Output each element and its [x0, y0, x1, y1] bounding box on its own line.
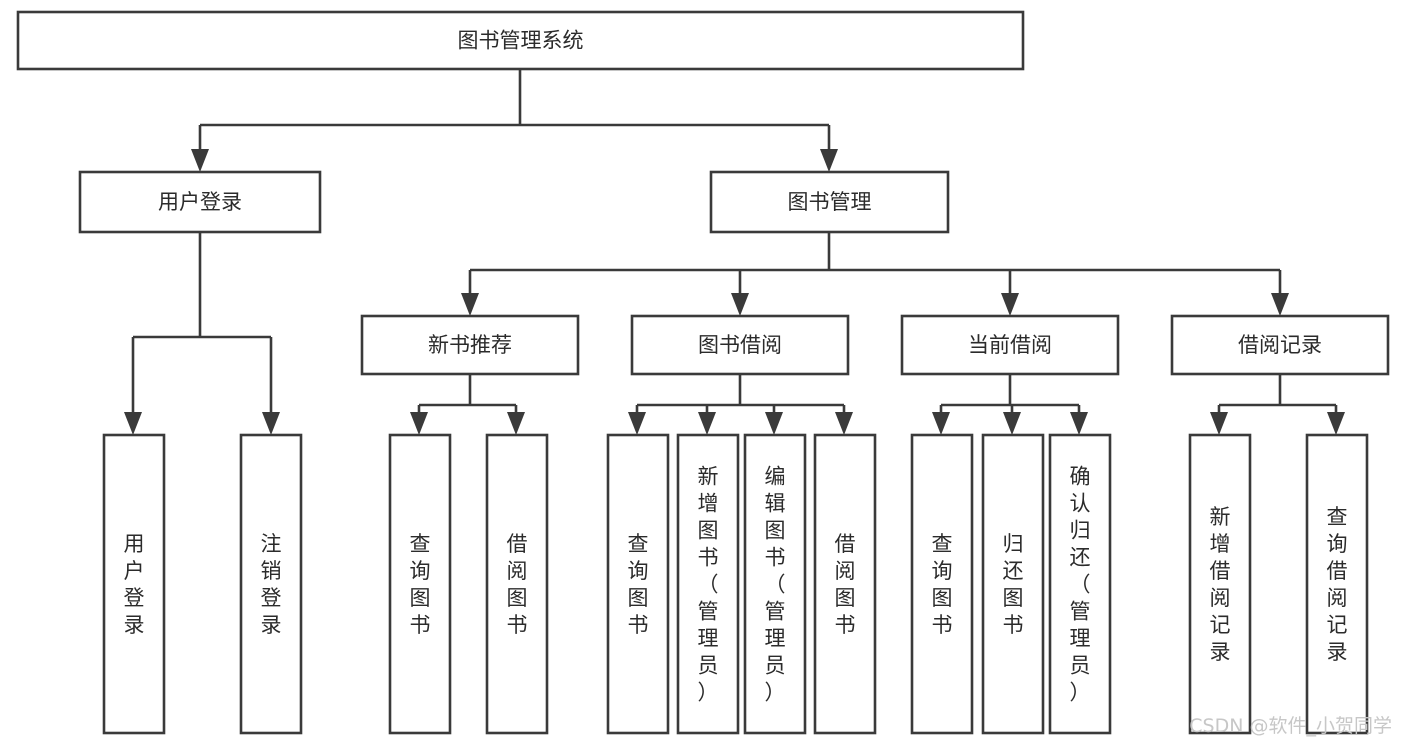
- root-node-root[interactable]: 图书管理系统: [16, 10, 1025, 71]
- book-manage-arrow-3-head: [1271, 293, 1289, 316]
- book-borrow-arrow-1-head: [698, 412, 716, 435]
- node-label: 当前借阅: [968, 333, 1052, 357]
- node-label: 查询借阅记录: [1327, 505, 1348, 664]
- leaf-node-leaf-query-borrow-record[interactable]: 查询借阅记录: [1305, 433, 1369, 735]
- new-book-recommend-arrow-0-head: [410, 412, 428, 435]
- node-box[interactable]: [981, 433, 1045, 735]
- book-manage-arrow-1-head: [731, 293, 749, 316]
- leaf-node-leaf-user-login[interactable]: 用户登录: [102, 433, 166, 735]
- node-label: 确认归还（管理员）: [1070, 465, 1091, 705]
- leaf-node-leaf-query-book-bor[interactable]: 查询图书: [606, 433, 670, 735]
- node-box[interactable]: [102, 433, 166, 735]
- node-box[interactable]: [485, 433, 549, 735]
- current-borrow-arrow-0-head: [932, 412, 950, 435]
- borrow-record-arrow-1-head: [1327, 412, 1345, 435]
- node-label: 新增图书（管理员）: [698, 465, 719, 705]
- user-login-arrow-0-head: [124, 412, 142, 435]
- node-box[interactable]: [388, 433, 452, 735]
- node-label: 用户登录: [158, 190, 242, 214]
- node-label: 归还图书: [1003, 532, 1024, 637]
- node-box[interactable]: [360, 314, 580, 376]
- module-node-user-login[interactable]: 用户登录: [78, 170, 322, 234]
- root-arrow-0-head: [191, 149, 209, 172]
- book-manage-arrow-0-head: [461, 293, 479, 316]
- node-box[interactable]: [630, 314, 850, 376]
- leaf-node-leaf-borrow-book-bor[interactable]: 借阅图书: [813, 433, 877, 735]
- leaf-node-leaf-edit-book-admin[interactable]: 编辑图书（管理员）: [743, 433, 807, 735]
- node-label: 借阅图书: [507, 532, 528, 637]
- borrow-record-arrow-0-head: [1210, 412, 1228, 435]
- node-label: 新增借阅记录: [1210, 505, 1231, 664]
- node-label: 用户登录: [124, 532, 145, 637]
- node-label: 查询图书: [628, 532, 649, 637]
- node-box[interactable]: [709, 170, 950, 234]
- leaf-node-leaf-borrow-book-rec[interactable]: 借阅图书: [485, 433, 549, 735]
- leaf-node-leaf-query-book-rec[interactable]: 查询图书: [388, 433, 452, 735]
- user-login-arrow-1-head: [262, 412, 280, 435]
- node-label: 图书管理: [788, 190, 872, 214]
- book-manage-arrow-2-head: [1001, 293, 1019, 316]
- root-arrow-1-head: [820, 149, 838, 172]
- node-layer: 图书管理系统用户登录图书管理新书推荐图书借阅当前借阅借阅记录用户登录注销登录查询…: [16, 10, 1390, 735]
- leaf-node-leaf-query-book-cur[interactable]: 查询图书: [910, 433, 974, 735]
- submodule-node-borrow-record[interactable]: 借阅记录: [1170, 314, 1390, 376]
- node-box[interactable]: [813, 433, 877, 735]
- connector-layer: [124, 69, 1345, 435]
- node-box[interactable]: [78, 170, 322, 234]
- node-box[interactable]: [910, 433, 974, 735]
- watermark: CSDN @软件_小贺同学: [1189, 715, 1392, 737]
- node-box[interactable]: [743, 433, 807, 735]
- node-box[interactable]: [239, 433, 303, 735]
- node-box[interactable]: [16, 10, 1025, 71]
- node-label: 编辑图书（管理员）: [765, 465, 786, 705]
- node-label: 图书借阅: [698, 333, 782, 357]
- current-borrow-arrow-2-head: [1070, 412, 1088, 435]
- node-label: 注销登录: [261, 532, 282, 637]
- node-box[interactable]: [606, 433, 670, 735]
- node-label: 查询图书: [932, 532, 953, 637]
- leaf-node-leaf-confirm-return-admin[interactable]: 确认归还（管理员）: [1048, 433, 1112, 735]
- node-label: 图书管理系统: [458, 29, 584, 53]
- submodule-node-book-borrow[interactable]: 图书借阅: [630, 314, 850, 376]
- node-label: 借阅记录: [1238, 333, 1322, 357]
- module-node-book-manage[interactable]: 图书管理: [709, 170, 950, 234]
- submodule-node-new-book-recommend[interactable]: 新书推荐: [360, 314, 580, 376]
- node-box[interactable]: [1188, 433, 1252, 735]
- leaf-node-leaf-add-borrow-record[interactable]: 新增借阅记录: [1188, 433, 1252, 735]
- leaf-node-leaf-user-logout[interactable]: 注销登录: [239, 433, 303, 735]
- node-box[interactable]: [900, 314, 1120, 376]
- book-borrow-arrow-3-head: [835, 412, 853, 435]
- book-borrow-arrow-0-head: [628, 412, 646, 435]
- leaf-node-leaf-return-book[interactable]: 归还图书: [981, 433, 1045, 735]
- node-box[interactable]: [676, 433, 740, 735]
- node-label: 新书推荐: [428, 333, 512, 357]
- current-borrow-arrow-1-head: [1003, 412, 1021, 435]
- leaf-node-leaf-add-book-admin[interactable]: 新增图书（管理员）: [676, 433, 740, 735]
- watermark-layer: CSDN @软件_小贺同学: [1189, 715, 1392, 737]
- node-box[interactable]: [1170, 314, 1390, 376]
- book-borrow-arrow-2-head: [765, 412, 783, 435]
- node-box[interactable]: [1048, 433, 1112, 735]
- new-book-recommend-arrow-1-head: [507, 412, 525, 435]
- node-label: 借阅图书: [835, 532, 856, 637]
- submodule-node-current-borrow[interactable]: 当前借阅: [900, 314, 1120, 376]
- node-label: 查询图书: [410, 532, 431, 637]
- node-box[interactable]: [1305, 433, 1369, 735]
